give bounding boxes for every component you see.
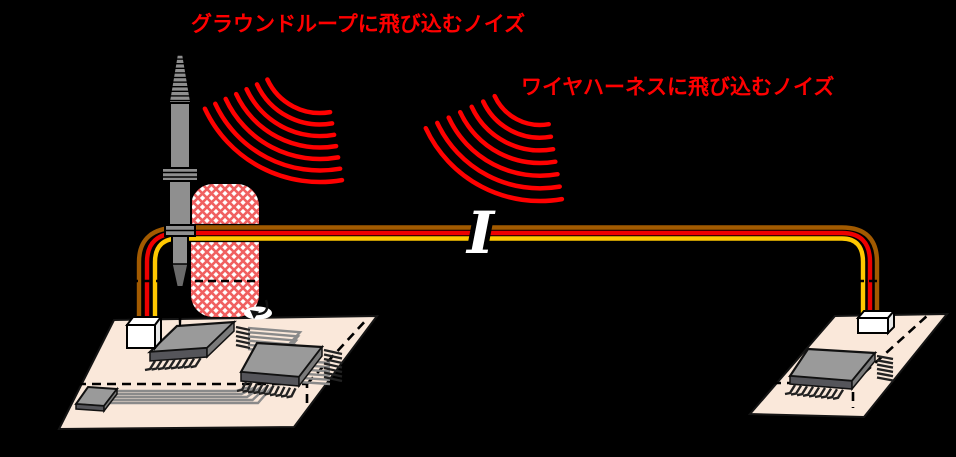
chip-pins [144,325,251,372]
noise-arcs-harness [423,93,565,204]
probe-segmented-tip [168,54,192,104]
chip-side-face [298,344,323,389]
chip-side-face [103,386,118,414]
left-board-hidden-loop-dashes [62,317,369,409]
curved-arrow-icon [254,299,269,316]
induced-current-symbol: I [465,199,496,267]
noise-arcs-ground-loop [202,77,345,185]
harness-noise-label: ワイヤハーネスに飛び込むノイズ [521,75,834,99]
probe-cone [171,263,189,288]
connector-front-face [126,324,156,349]
wire-red [144,230,873,320]
left-connector [125,314,163,351]
noise-arc [423,93,565,204]
probe-lower-body [171,235,189,266]
connector-front-face [857,317,889,334]
chip-pins [784,354,894,400]
chip-small [74,385,119,414]
probe [161,54,199,326]
probe-shaft [169,102,191,170]
chip-front-face [75,403,105,412]
trace-bus-b-c [110,385,273,405]
ground-loop-region [191,184,259,317]
left-pcb [57,314,380,431]
right-pcb [747,312,950,419]
chip-pins [236,348,343,399]
wire-yellow [152,236,866,320]
chip-qfp-b [236,341,343,399]
connector-side-face [887,308,895,336]
ground-loop-noise-label: グラウンドループに飛び込むノイズ [191,12,525,36]
chip-side-face [206,320,235,359]
right-connector [855,308,897,336]
probe-collar-a [161,167,199,182]
curved-arrow-head [250,310,259,319]
noise-arc [202,77,345,185]
probe-needle [177,286,183,326]
connector-side-face [154,314,162,351]
probe-body [168,180,192,227]
probe-collar-lines [162,171,198,178]
loop-direction-arrow [244,299,272,320]
chip-qfp-d [784,347,894,400]
chip-side-face [851,350,876,392]
